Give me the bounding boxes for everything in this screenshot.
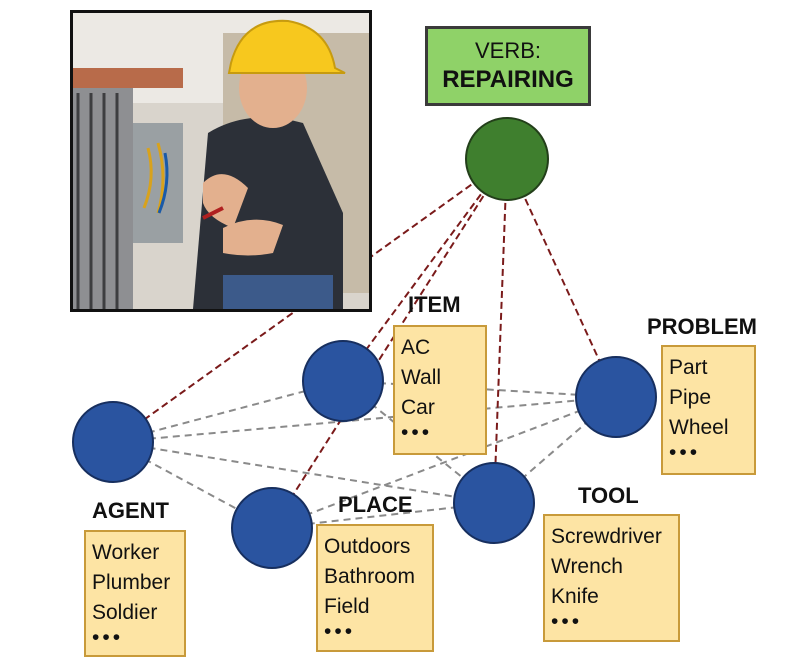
agent-value: Plumber [92, 571, 171, 594]
problem-value: Part [669, 356, 708, 379]
verb-box: VERB: REPAIRING [425, 26, 591, 106]
problem-value: Wheel [669, 416, 729, 439]
agent-value: Worker [92, 541, 160, 564]
tool-value: Knife [551, 585, 599, 608]
agent-node [72, 401, 154, 483]
place-value: Field [324, 595, 370, 618]
problem-label: PROBLEM [647, 314, 757, 339]
edge-agent-problem [112, 396, 617, 443]
edge-agent-tool [112, 441, 495, 504]
edge-verb-place [271, 158, 508, 529]
agent-value: Soldier [92, 601, 158, 624]
item-ellipsis: ••• [401, 421, 433, 444]
verb-node [465, 117, 549, 201]
tool-ellipsis: ••• [551, 610, 583, 633]
place-label: PLACE [338, 492, 413, 517]
tool-node [453, 462, 535, 544]
tool-value: Screwdriver [551, 525, 662, 548]
place-ellipsis: ••• [324, 620, 356, 643]
item-label: ITEM [408, 292, 461, 317]
edge-verb-tool [493, 158, 508, 504]
item-node [302, 340, 384, 422]
agent-values-box: Worker Plumber Soldier ••• [84, 530, 186, 657]
scene-photo [70, 10, 372, 312]
tool-value: Wrench [551, 555, 623, 578]
problem-node [575, 356, 657, 438]
tool-label: TOOL [578, 483, 639, 508]
agent-label: AGENT [92, 498, 169, 523]
place-node [231, 487, 313, 569]
item-value: Car [401, 396, 435, 419]
problem-values-box: Part Pipe Wheel ••• [661, 345, 756, 475]
problem-value: Pipe [669, 386, 712, 409]
verb-name: REPAIRING [442, 66, 574, 93]
agent-ellipsis: ••• [92, 626, 124, 649]
verb-prefix: VERB: [474, 38, 542, 63]
problem-ellipsis: ••• [669, 441, 701, 464]
item-value: AC [401, 336, 431, 359]
item-value: Wall [401, 366, 442, 389]
place-values-box: Outdoors Bathroom Field ••• [316, 524, 434, 652]
place-value: Outdoors [324, 535, 411, 558]
item-values-box: AC Wall Car ••• [393, 325, 487, 455]
tool-values-box: Screwdriver Wrench Knife ••• [543, 514, 680, 642]
edge-verb-item [342, 158, 508, 382]
edge-place-problem [271, 396, 617, 529]
place-value: Bathroom [324, 565, 416, 588]
